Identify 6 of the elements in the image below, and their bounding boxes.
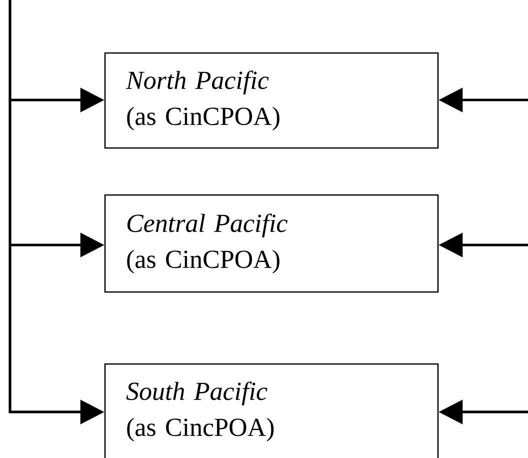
command-box: [104, 363, 439, 458]
box-text: Central Pacific (as CinCPOA): [127, 214, 288, 274]
box-text: South Pacific (as CincPOA): [126, 382, 274, 442]
command-box: [104, 194, 439, 293]
box-text: North Pacific (as CinCPOA): [126, 70, 280, 130]
command-box: [104, 52, 439, 149]
